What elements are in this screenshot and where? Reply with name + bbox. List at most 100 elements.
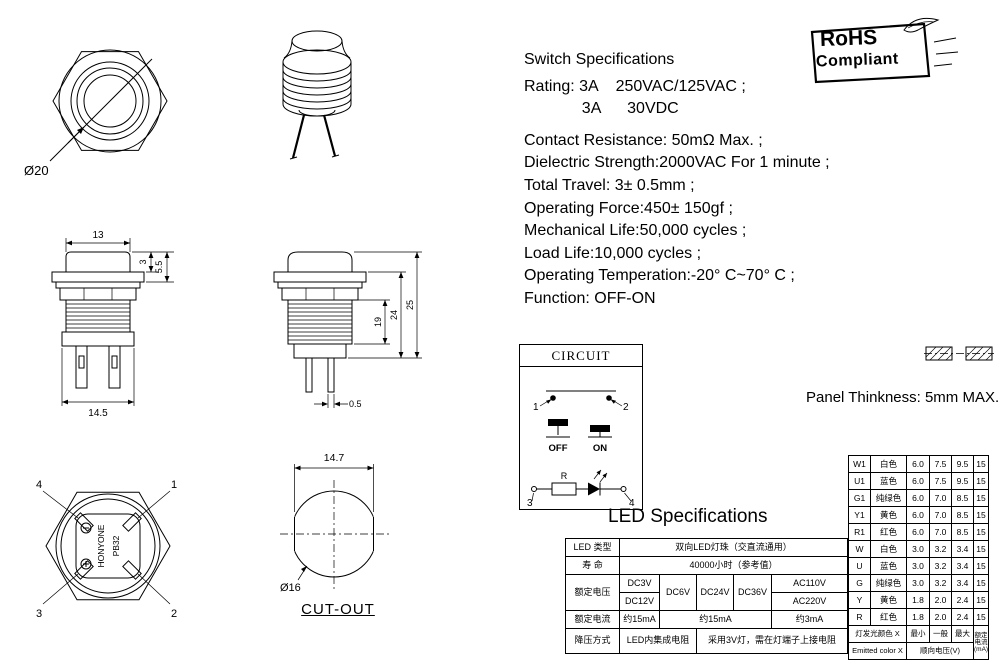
led-color-cell-code: W1 [848,455,871,473]
led-color-cell-typ: 2.0 [929,591,952,609]
led-color-cell-max: 2.4 [951,591,974,609]
led-color-cell-code: U1 [848,472,871,490]
row-label: 额定电流 [565,610,620,629]
current-header-line: (mA) [974,646,989,654]
circuit-terminal-4: 4 [629,498,635,509]
hex-nut-outline [45,491,171,601]
led-color-cell-current: 15 [973,591,989,609]
led-color-cell-max: 9.5 [951,472,974,490]
led-color-cell-color: 蓝色 [870,472,907,490]
spec-line: Dielectric Strength:2000VAC For 1 minute… [524,154,830,172]
cell: DC3V [619,574,660,593]
led-color-cell-code: R [848,608,871,626]
led-color-cell-min: 6.0 [906,523,930,541]
model-text: PB32 [111,535,121,556]
led-color-cell-color: 蓝色 [870,557,907,575]
side-view-2-svg: 19 24 25 0.5 [273,251,422,409]
row-label: LED 类型 [565,538,620,557]
flat-mask-left [282,505,295,563]
dim-label-25: 25 [405,300,415,310]
on-label: ON [593,443,607,454]
terminal-pins [305,357,335,393]
header-cell: 最大 [951,625,974,643]
led-color-cell-code: Y1 [848,506,871,524]
dim-label-24: 24 [389,310,399,320]
pin-leader-lines [42,490,171,605]
solder-lugs [75,345,121,389]
pin-label-1: 1 [171,479,177,491]
led-color-cell-color: 白色 [870,455,907,473]
led-color-cell-max: 8.5 [951,506,974,524]
dim-14-5: 14.5 [61,348,135,419]
table-row: DC12V AC220V [566,592,848,611]
header-cell: 灯发光颜色 X [848,625,907,643]
table-row: 降压方式 LED内集成电阻 采用3V灯，需在灯端子上接电阻 [565,628,848,654]
header-cell: Emitted color X [848,642,907,660]
led-color-cell-color: 黄色 [870,591,907,609]
led-color-cell-color: 红色 [870,523,907,541]
led-color-cell-max: 3.4 [951,557,974,575]
spec-line: Mechanical Life:50,000 cycles ; [524,222,747,240]
pin-label-4: 4 [36,479,42,491]
dim-24: 24 [348,271,422,359]
dim-14-7: 14.7 [294,452,374,512]
led-color-cell-max: 2.4 [951,608,974,626]
stamp-border [810,22,931,84]
body-circle-inner [60,498,156,594]
led-color-cell-typ: 7.0 [929,506,952,524]
specs-title: Switch Specifications [524,51,675,68]
cell: DC6V [659,574,697,611]
table-row: 寿 命 40000小时（参考值） [565,556,848,575]
spec-line: Load Life:10,000 cycles ; [524,244,702,262]
dia-leader [49,126,85,162]
current-header-line: 额定 [974,631,988,639]
table-row: Emitted color X 顺向电压(V) [848,642,989,660]
dim-label-dia16: Ø16 [280,582,301,594]
cell: AC220V [771,592,848,611]
table-row: 额定电压 DC3V DC6V DC24V DC36V AC110V [565,574,848,611]
led-circuit [531,469,632,502]
header-cell: 顺向电压(V) [906,642,974,660]
led-color-cell-max: 3.4 [951,574,974,592]
led-specifications-title: LED Specifications [608,506,768,527]
solder-pins [289,114,340,160]
pin-label-2: 2 [171,608,177,620]
contact-bar [539,390,623,407]
base-plate [75,513,141,579]
current-header-line: 电流 [974,638,988,646]
spec-line: Total Travel: 3± 0.5mm ; [524,176,695,194]
front-view-svg: Ø20 [24,49,168,178]
dim-25: 25 [354,251,422,358]
led-color-cell-current: 15 [973,472,989,490]
rohs-stamp: RoHS Compliant [804,16,974,96]
spec-line: Rating: 3A 250VAC/125VAC ; [524,77,746,95]
side-view-1-drawing: 13 3 5.5 [36,226,176,426]
led-color-cell-min: 3.0 [906,540,930,558]
circuit-terminal-3: 3 [527,498,533,509]
hex-nut-outline [52,51,168,151]
led-color-cell-min: 3.0 [906,574,930,592]
resistor-label: R [561,471,568,481]
button-circles [58,49,162,153]
circuit-terminal-1: 1 [533,402,539,413]
off-label: OFF [549,443,568,454]
spec-line: Operating Force:450± 150gf ; [524,199,733,217]
table-row: 额定电流 约15mA 约15mA 约3mA [565,610,848,629]
led-color-cell-max: 9.5 [951,455,974,473]
cell: AC110V [771,574,848,593]
cell: DC12V [619,592,660,611]
dim-label-19: 19 [373,317,383,327]
table-row: 灯发光颜色 X 最小 一般 最大 额定 电流 (mA) [848,625,989,660]
cell: LED内集成电阻 [619,628,697,654]
panel-thickness-note: Panel Thinkness: 5mm MAX. [806,389,1000,406]
pin-label-3: 3 [36,608,42,620]
header-cell: 最小 [906,625,930,643]
cell: 40000小时（参考值） [619,556,848,575]
